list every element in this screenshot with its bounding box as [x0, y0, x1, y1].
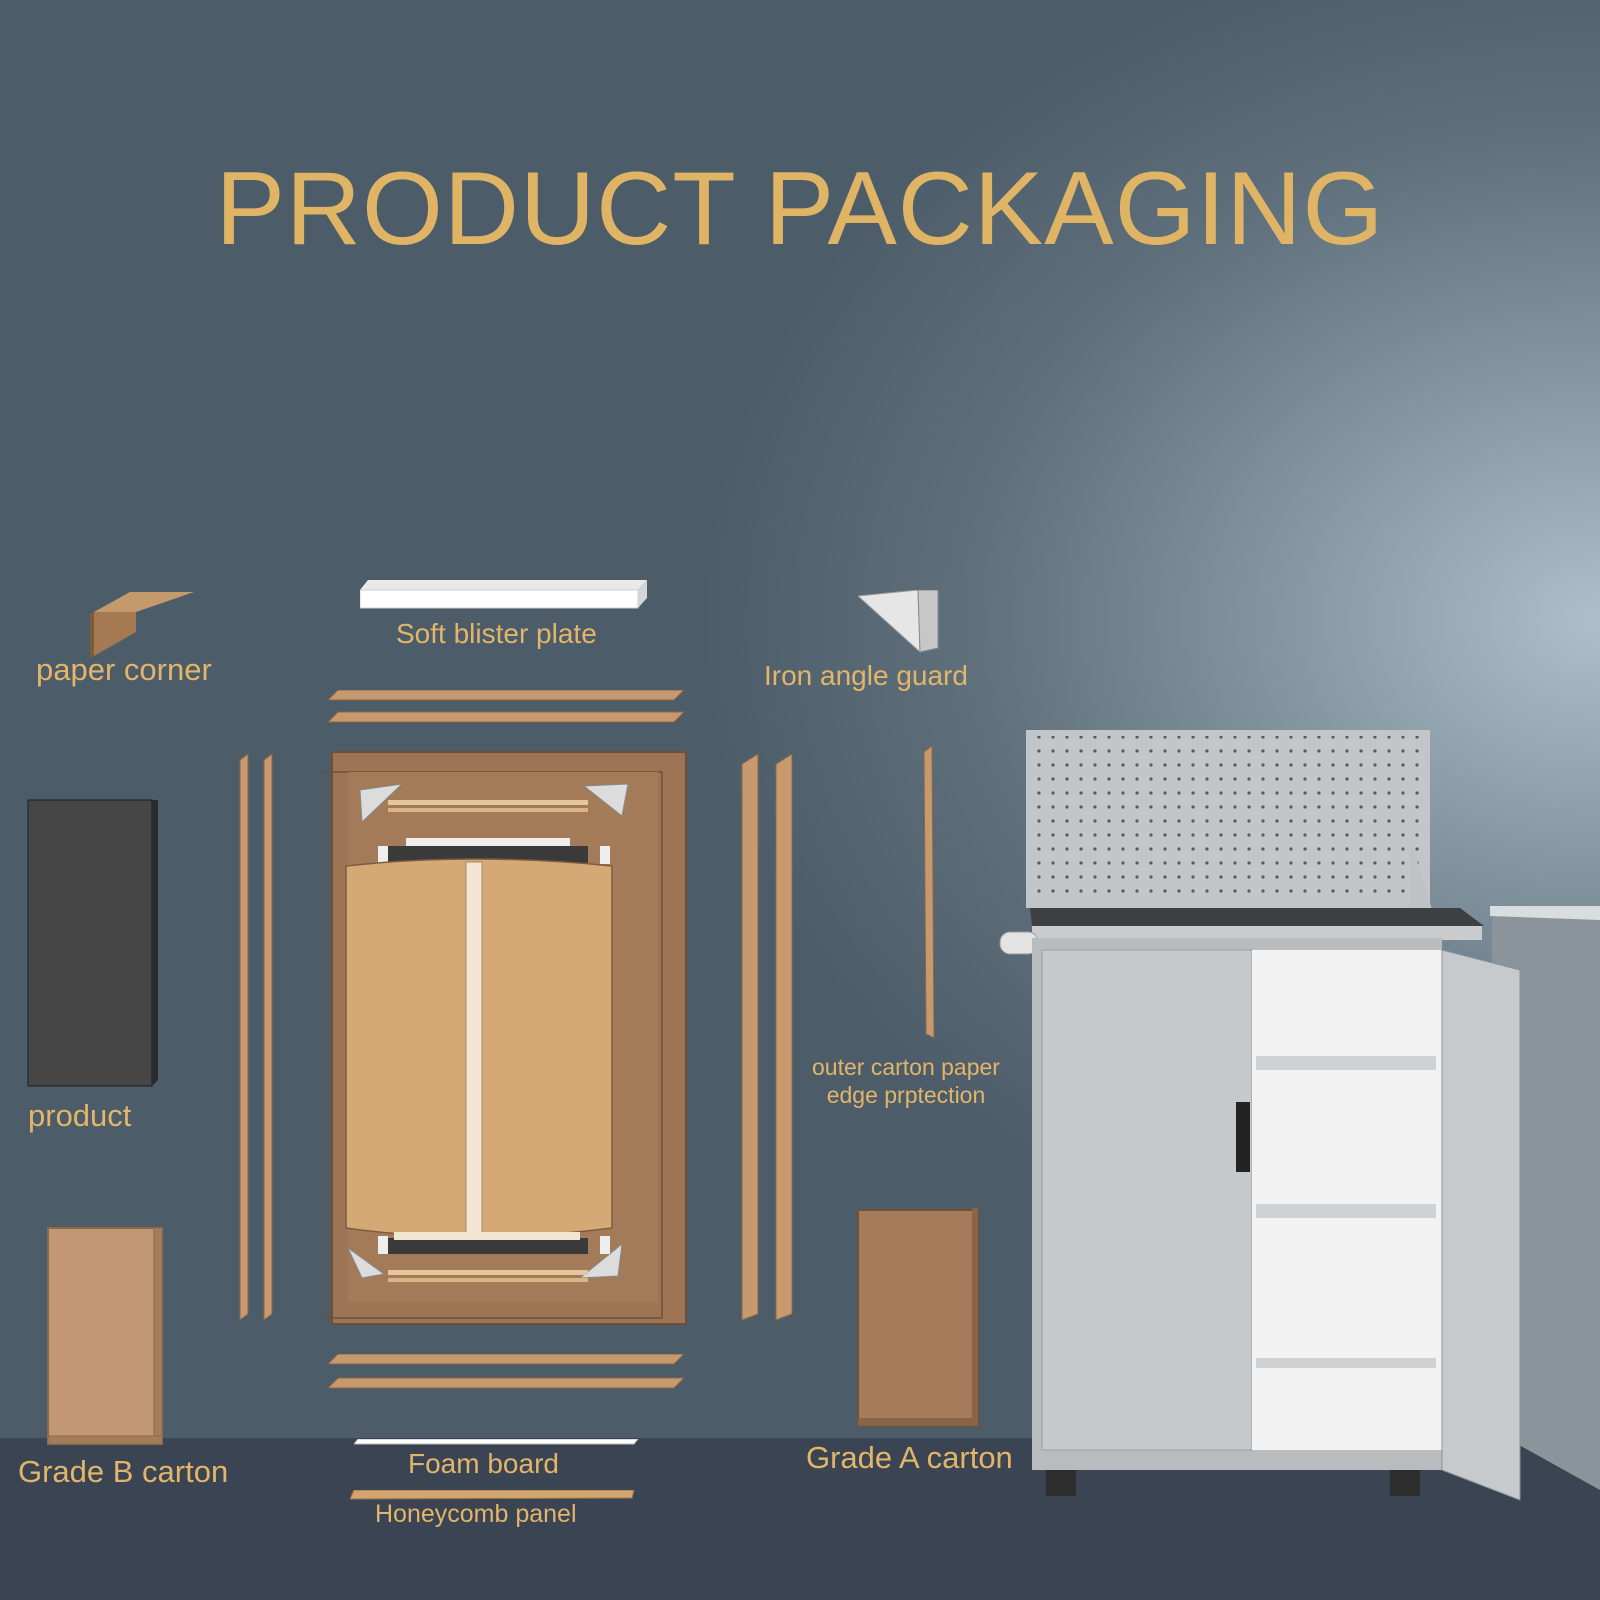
edge-protection-strips-top: [328, 690, 686, 723]
outer-carton-edge-protection-illustration: [923, 746, 935, 1039]
soft-blister-plate-illustration: [360, 580, 647, 609]
edge-protection-strips-right: [741, 754, 793, 1321]
label-grade-a-carton: Grade A carton: [806, 1440, 1013, 1475]
label-outer-carton-line1: outer carton paper: [812, 1054, 1000, 1080]
storage-cabinet-illustration: [999, 730, 1600, 1501]
label-product: product: [28, 1098, 132, 1133]
foam-board-illustration: [354, 1439, 639, 1445]
label-soft-blister-plate: Soft blister plate: [396, 618, 597, 649]
edge-protection-strips-bottom: [328, 1354, 686, 1389]
label-iron-angle-guard: Iron angle guard: [764, 660, 968, 691]
honeycomb-panel-illustration: [350, 1490, 635, 1500]
label-outer-carton-edge-protection: outer carton paper edge prptection: [806, 1053, 1006, 1109]
grade-b-carton-illustration: [47, 1227, 163, 1445]
label-foam-board: Foam board: [408, 1448, 559, 1479]
paper-corner-illustration: [90, 592, 194, 658]
edge-protection-strips-left: [239, 754, 273, 1321]
product-block-illustration: [27, 799, 158, 1087]
grade-a-carton-illustration: [857, 1208, 979, 1427]
label-outer-carton-line2: edge prptection: [826, 1082, 986, 1108]
packaged-product-illustration: [322, 751, 687, 1325]
page-title: PRODUCT PACKAGING: [215, 151, 1385, 267]
iron-angle-guard-illustration: [858, 590, 939, 654]
label-honeycomb-panel: Honeycomb panel: [375, 1500, 577, 1528]
label-paper-corner: paper corner: [36, 652, 212, 687]
label-grade-b-carton: Grade B carton: [18, 1454, 229, 1489]
